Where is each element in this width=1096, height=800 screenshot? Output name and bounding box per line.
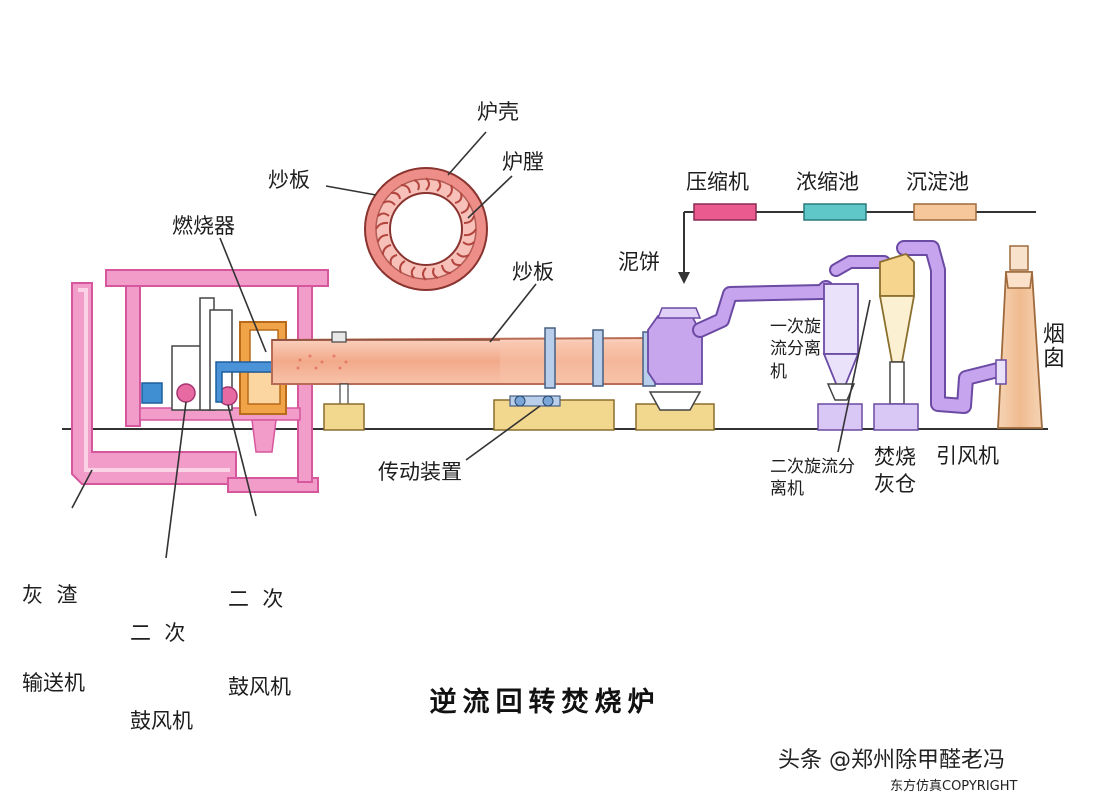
leader-lines xyxy=(71,131,871,559)
label-lifter-plate-top: 炒板 xyxy=(268,168,310,192)
rotary-kiln xyxy=(271,327,656,389)
label-secondary-blower-a-line2: 鼓风机 xyxy=(130,708,193,733)
diagram-title: 逆流回转焚烧炉 xyxy=(429,687,661,718)
label-thickener: 浓缩池 xyxy=(796,170,859,194)
label-secondary-cyclone: 二次旋流分离机 xyxy=(770,457,855,500)
label-ash-conveyor-line2: 输送机 xyxy=(22,670,85,695)
label-secondary-blower-b-line1: 二 次 xyxy=(228,586,284,611)
feed-hood xyxy=(647,307,703,385)
label-drive-unit: 传动装置 xyxy=(378,460,462,484)
label-ash-bin: 焚烧灰仓 xyxy=(874,445,916,496)
chimney-stack xyxy=(995,245,1043,429)
label-chimney: 烟囱 xyxy=(1039,322,1064,370)
secondary-cyclone xyxy=(873,252,919,431)
label-burner: 燃烧器 xyxy=(172,214,235,238)
label-lifter-plate: 炒板 xyxy=(512,260,554,284)
copyright-text: 东方仿真COPYRIGHT xyxy=(890,779,1018,794)
label-secondary-blower-b-line2: 鼓风机 xyxy=(228,674,291,699)
label-secondary-blower-a: 二 次 鼓风机 xyxy=(130,560,193,766)
watermark-text: 头条 @郑州除甲醛老冯 xyxy=(778,748,1005,773)
label-ash-conveyor: 灰 渣 输送机 xyxy=(22,522,85,728)
label-compressor: 压缩机 xyxy=(686,170,749,194)
label-induced-fan: 引风机 xyxy=(936,444,999,468)
label-sedimentation-tank: 沉淀池 xyxy=(906,170,969,194)
label-furnace-chamber: 炉膛 xyxy=(502,150,544,174)
label-primary-cyclone: 一次旋流分离机 xyxy=(770,317,821,382)
kiln-cross-section xyxy=(364,167,488,291)
label-ash-conveyor-line1: 灰 渣 xyxy=(22,582,78,607)
label-furnace-shell: 炉壳 xyxy=(477,100,519,124)
label-secondary-blower-a-line1: 二 次 xyxy=(130,620,186,645)
sludge-line xyxy=(678,203,1036,284)
label-sludge-cake: 泥饼 xyxy=(618,250,660,274)
ash-conveyor xyxy=(71,282,319,493)
label-secondary-blower-b: 二 次 鼓风机 xyxy=(228,526,291,732)
primary-cyclone xyxy=(817,283,863,431)
